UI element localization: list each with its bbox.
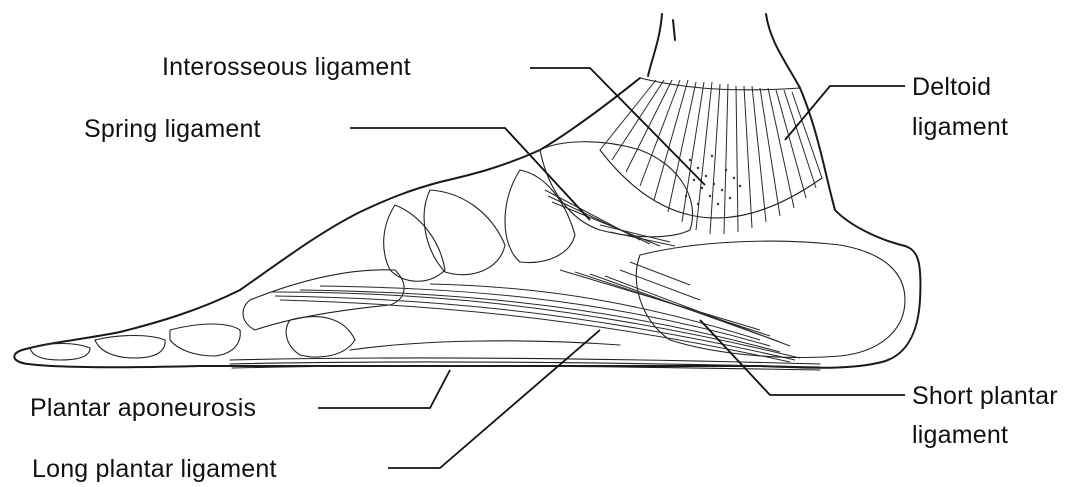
spring-ligament-fibers — [545, 190, 675, 246]
label-spring-ligament: Spring ligament — [84, 114, 261, 144]
label-deltoid-ligament-line2: ligament — [912, 112, 1008, 142]
leader-lines — [318, 68, 905, 468]
label-plantar-aponeurosis: Plantar aponeurosis — [30, 393, 256, 423]
tibia-outline — [648, 14, 800, 88]
label-short-plantar-ligament-line1: Short plantar — [912, 381, 1058, 411]
leader-plantar-aponeurosis — [318, 370, 450, 408]
label-deltoid-ligament-line1: Deltoid — [912, 72, 991, 102]
label-long-plantar-ligament: Long plantar ligament — [32, 454, 277, 484]
label-interosseous-ligament: Interosseous ligament — [162, 52, 411, 82]
label-short-plantar-ligament-line2: ligament — [912, 420, 1008, 450]
leader-long-plantar — [388, 330, 600, 468]
long-plantar-ligament-fibers — [270, 284, 800, 362]
interosseous-ligament-stipple — [685, 155, 741, 205]
short-plantar-ligament-fibers — [560, 262, 790, 346]
